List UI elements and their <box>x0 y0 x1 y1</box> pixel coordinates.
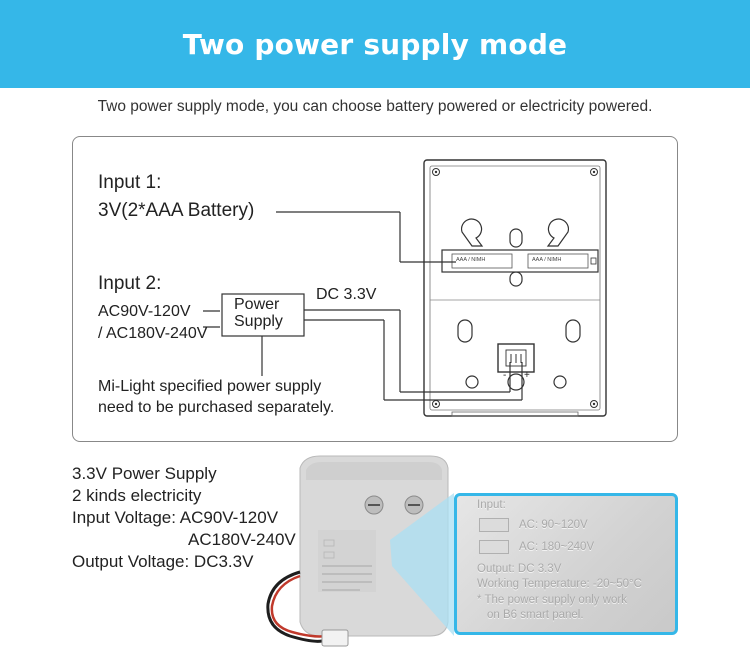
zoom-note-line1: * The power supply only work <box>477 594 627 606</box>
zoom-note-line2: on B6 smart panel. <box>487 609 584 621</box>
zoom-ac2: AC: 180~240V <box>519 541 595 553</box>
spec-line-5: Output Voltage: DC3.3V <box>72 552 254 571</box>
input1-wire <box>276 211 456 263</box>
note-line2: need to be purchased separately. <box>98 399 335 416</box>
label-zoom-panel: Input: AC: 90~120V AC: 180~240V Output: … <box>454 493 678 635</box>
input2-title: Input 2: <box>98 273 162 294</box>
zoom-ac1: AC: 90~120V <box>519 519 588 531</box>
page-title: Two power supply mode <box>182 27 568 61</box>
note-line1: Mi-Light specified power supply <box>98 378 322 395</box>
input2-ac-line2: / AC180V-240V <box>98 325 208 342</box>
input2-wire <box>203 293 523 401</box>
input2-ac-line1: AC90V-120V <box>98 303 191 320</box>
terminal-minus: - <box>503 370 507 381</box>
spec-line-1: 3.3V Power Supply <box>72 464 217 483</box>
spec-line-4: AC180V-240V <box>188 530 296 549</box>
input1-detail: 3V(2*AAA Battery) <box>98 200 255 221</box>
power-supply-device <box>266 455 449 647</box>
header-banner: Two power supply mode <box>0 0 750 88</box>
zoom-output: Output: DC 3.3V <box>477 563 562 575</box>
zoom-temperature: Working Temperature: -20~50°C <box>477 578 642 590</box>
battery-label-2: AAA / NIMH <box>532 257 562 263</box>
battery-label-1: AAA / NIMH <box>456 257 486 263</box>
subtitle: Two power supply mode, you can choose ba… <box>97 98 653 115</box>
remote-back-panel <box>423 159 607 417</box>
zoom-input-label: Input: <box>477 499 506 511</box>
zoom-beam <box>390 493 454 636</box>
dc-output-label: DC 3.3V <box>316 286 377 303</box>
zoom-checkbox-1 <box>479 518 509 532</box>
terminal-plus: + <box>524 370 530 381</box>
power-supply-label-line2: Supply <box>234 313 283 330</box>
power-supply-label-line1: Power <box>234 296 280 313</box>
zoom-checkbox-2 <box>479 540 509 554</box>
spec-line-2: 2 kinds electricity <box>72 486 202 505</box>
spec-line-3: Input Voltage: AC90V-120V <box>72 508 279 527</box>
input1-title: Input 1: <box>98 172 162 193</box>
